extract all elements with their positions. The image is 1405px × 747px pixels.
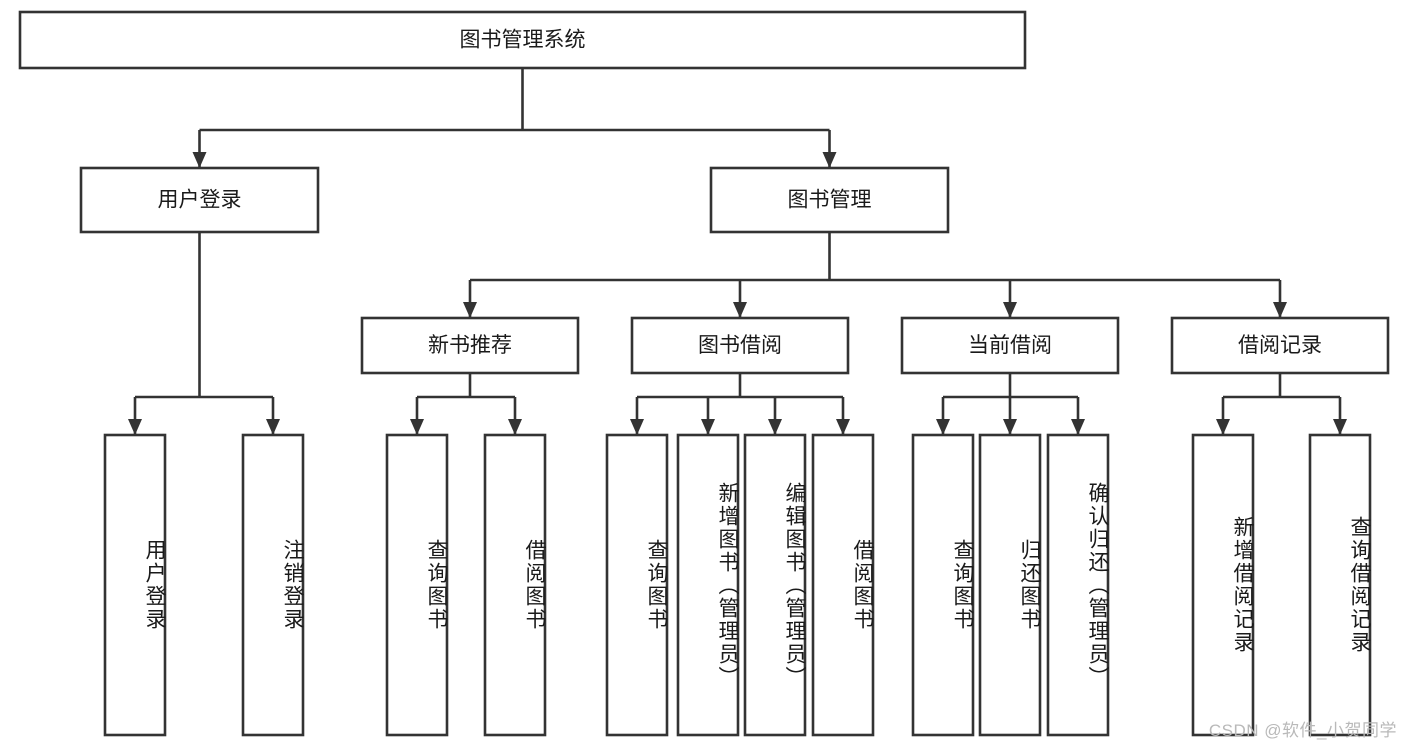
node-box-leaf-query-book-b[interactable] xyxy=(605,433,669,737)
arrow-head-icon xyxy=(266,419,280,435)
node-box-leaf-query-book-rec[interactable] xyxy=(385,433,449,737)
node-label-root: 图书管理系统 xyxy=(460,29,586,52)
arrow-head-icon xyxy=(768,419,782,435)
watermark-text: CSDN @软件_小贺同学 xyxy=(1208,721,1397,740)
connector-layer xyxy=(128,68,1347,435)
node-box-borrow-record[interactable] xyxy=(1170,316,1390,375)
node-box-leaf-return-book[interactable] xyxy=(978,433,1042,737)
arrow-head-icon xyxy=(1333,419,1347,435)
arrow-head-icon xyxy=(733,302,747,318)
node-box-user-login[interactable] xyxy=(79,166,320,234)
arrow-head-icon xyxy=(701,419,715,435)
node-box-leaf-borrow-book-b[interactable] xyxy=(811,433,875,737)
node-box-leaf-user-login[interactable] xyxy=(103,433,167,737)
node-box-leaf-add-record[interactable] xyxy=(1191,433,1255,737)
arrow-head-icon xyxy=(1216,419,1230,435)
arrow-head-icon xyxy=(1071,419,1085,435)
arrow-head-icon xyxy=(630,419,644,435)
node-label-user-login: 用户登录 xyxy=(158,189,242,212)
arrow-head-icon xyxy=(128,419,142,435)
node-label-book-borrow: 图书借阅 xyxy=(698,334,782,357)
node-label-book-manage: 图书管理 xyxy=(788,189,872,212)
arrow-head-icon xyxy=(822,152,837,168)
node-box-leaf-query-book-c[interactable] xyxy=(911,433,975,737)
arrow-head-icon xyxy=(192,152,207,168)
node-box-leaf-borrow-book-rec[interactable] xyxy=(483,433,547,737)
arrow-head-icon xyxy=(1003,302,1017,318)
arrow-head-icon xyxy=(463,302,477,318)
node-box-leaf-query-record[interactable] xyxy=(1308,433,1372,737)
arrow-head-icon xyxy=(410,419,424,435)
arrow-head-icon xyxy=(1273,302,1287,318)
node-box-book-manage[interactable] xyxy=(709,166,950,234)
arrow-head-icon xyxy=(1003,419,1017,435)
arrow-head-icon xyxy=(936,419,950,435)
arrow-head-icon xyxy=(836,419,850,435)
node-label-new-book-rec: 新书推荐 xyxy=(428,334,512,357)
node-box-leaf-confirm-return[interactable] xyxy=(1046,433,1110,737)
node-box-current-borrow[interactable] xyxy=(900,316,1120,375)
node-box-book-borrow[interactable] xyxy=(630,316,850,375)
node-box-leaf-add-book[interactable] xyxy=(676,433,740,737)
node-box-new-book-rec[interactable] xyxy=(360,316,580,375)
node-box-leaf-edit-book[interactable] xyxy=(743,433,807,737)
node-label-current-borrow: 当前借阅 xyxy=(968,334,1052,357)
node-box-leaf-logout[interactable] xyxy=(241,433,305,737)
node-box-root[interactable] xyxy=(18,10,1027,70)
arrow-head-icon xyxy=(508,419,522,435)
node-label-borrow-record: 借阅记录 xyxy=(1238,334,1322,357)
node-box-layer xyxy=(18,10,1390,737)
